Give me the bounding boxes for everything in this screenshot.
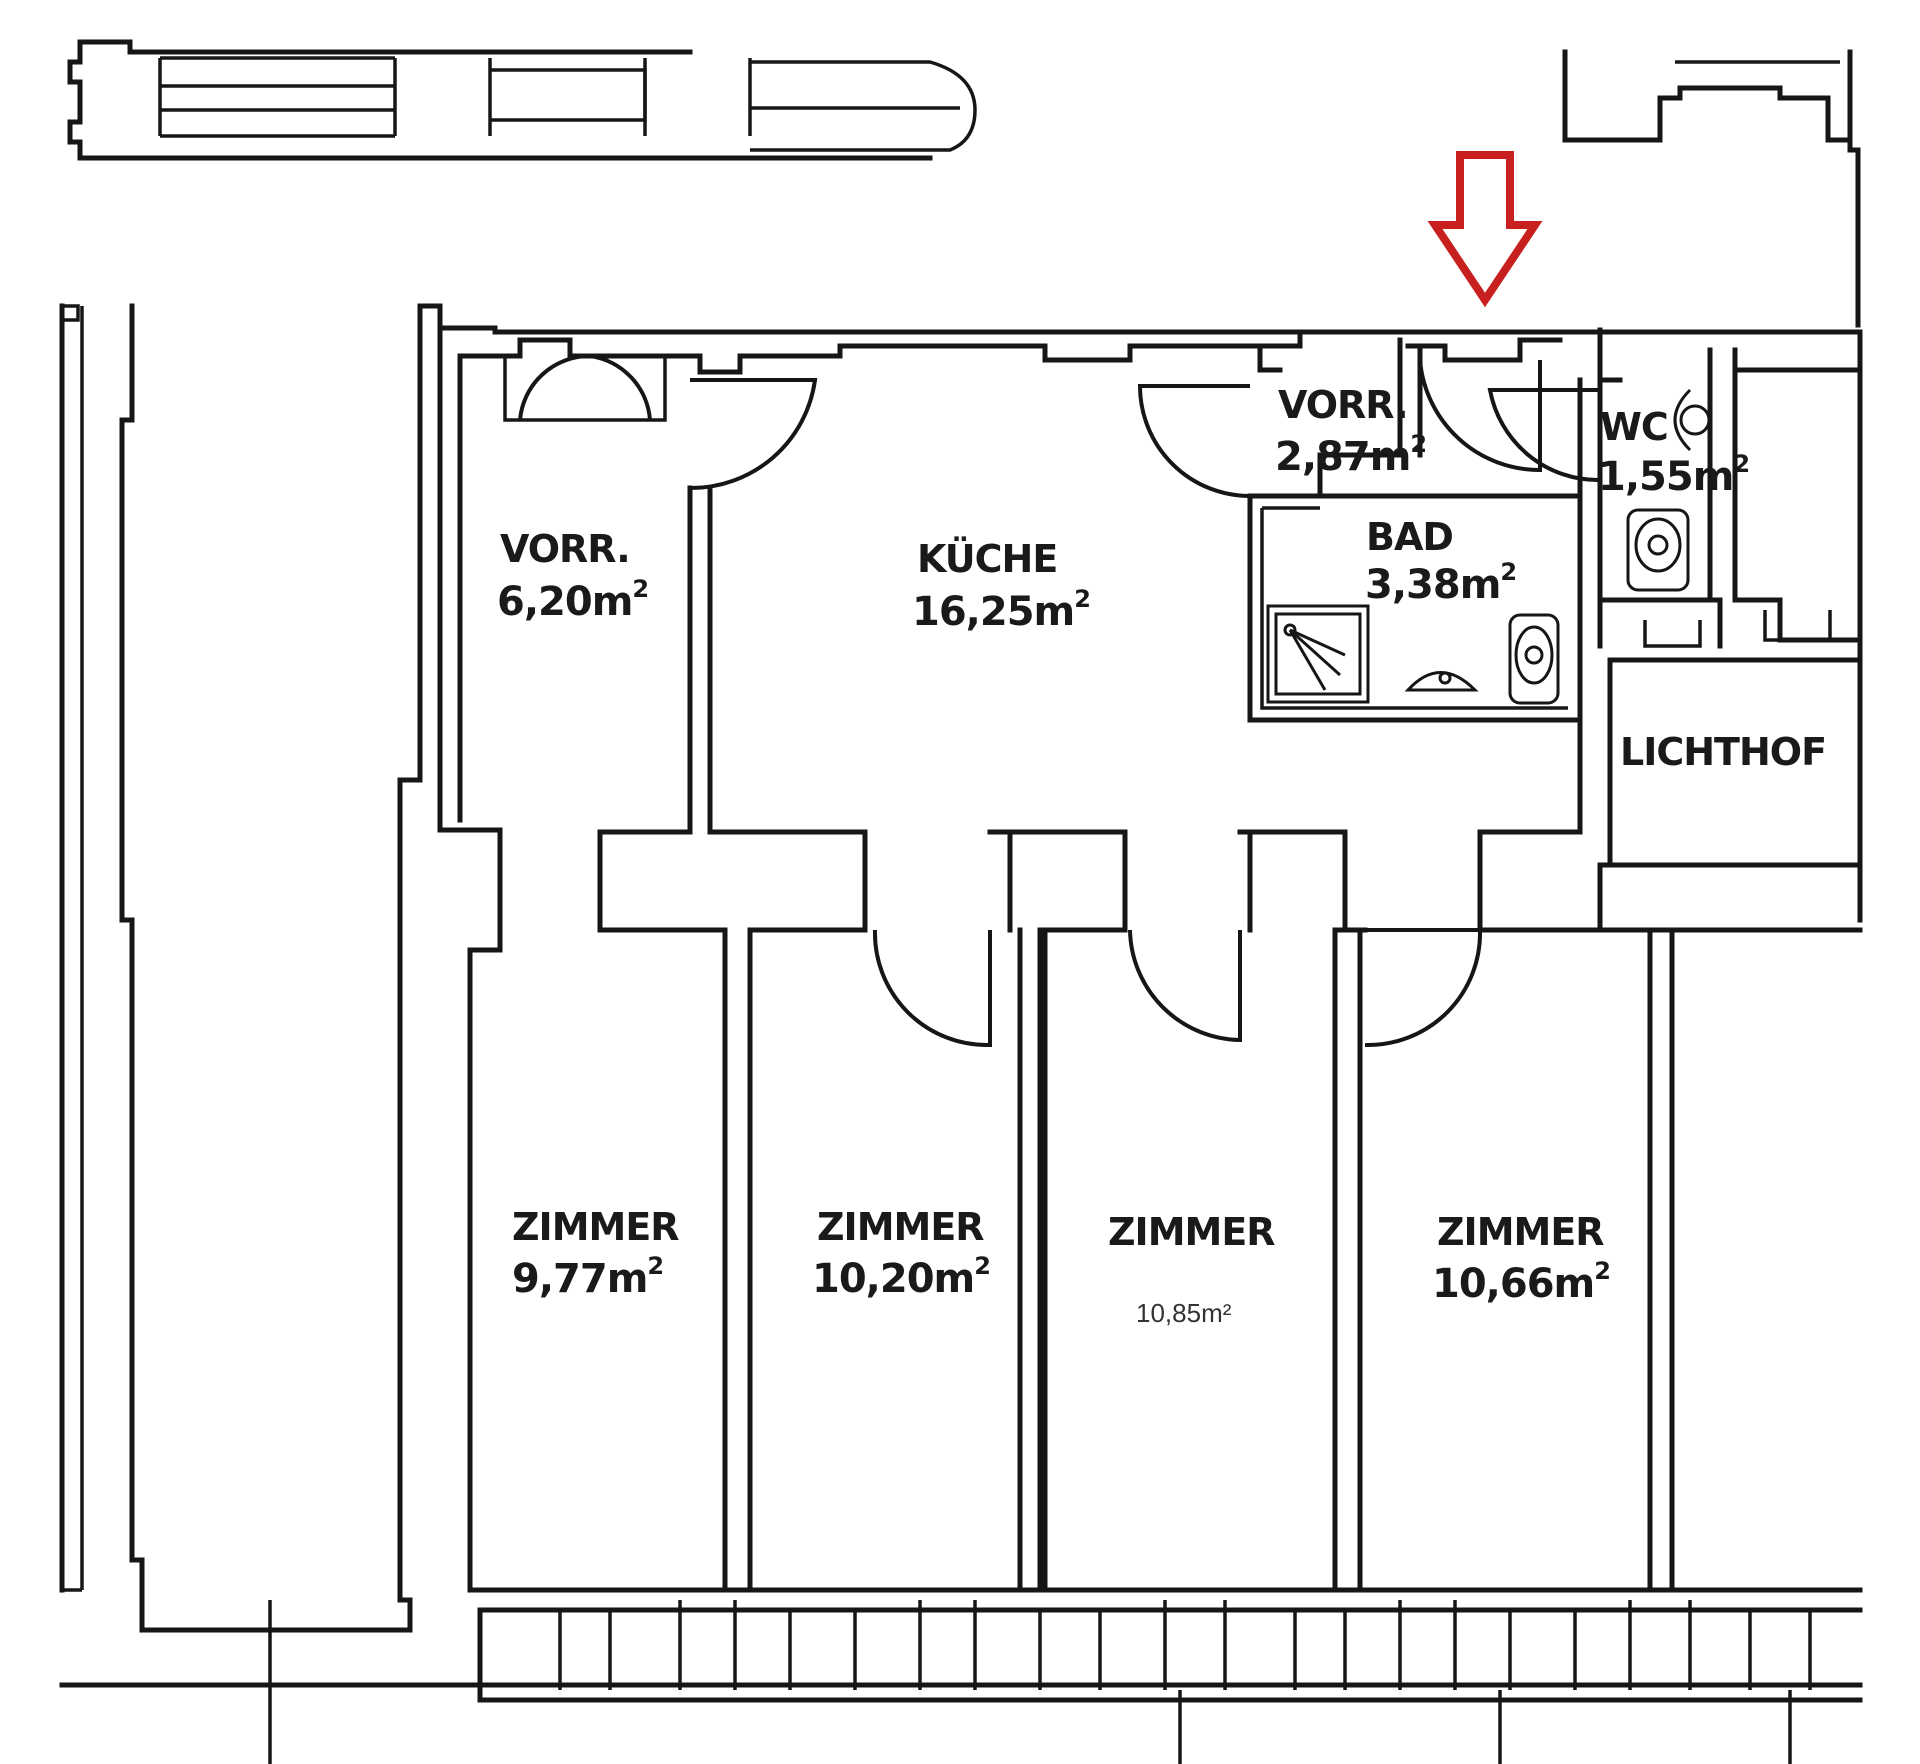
door-swings <box>518 353 1601 1048</box>
room-label-zimmer-1: ZIMMER 9,77m2 <box>512 1205 680 1302</box>
svg-text:LICHTHOF: LICHTHOF <box>1620 730 1826 774</box>
room-label-bad: BAD 3,38m2 <box>1365 515 1517 608</box>
door-swing-icon <box>1128 929 1242 1043</box>
door-swing-icon <box>1418 359 1542 473</box>
toilet-icon <box>1626 508 1690 592</box>
room-label-wc: WC 1,55m2 <box>1598 405 1750 500</box>
door-swing-icon <box>1364 928 1483 1048</box>
svg-text:VORR.: VORR. <box>500 527 630 571</box>
svg-text:3,38m2: 3,38m2 <box>1365 558 1516 608</box>
room-label-vorr-main: VORR. 6,20m2 <box>497 527 649 625</box>
svg-text:6,20m2: 6,20m2 <box>497 575 648 625</box>
svg-text:10,20m2: 10,20m2 <box>812 1252 990 1302</box>
svg-text:ZIMMER: ZIMMER <box>1437 1210 1604 1254</box>
shower-icon <box>1266 604 1370 704</box>
svg-text:1,55m2: 1,55m2 <box>1598 450 1749 500</box>
svg-text:10,85m²: 10,85m² <box>1136 1298 1232 1328</box>
left-outer-wall <box>59 303 423 1764</box>
neighbor-building-top-right <box>1562 49 1861 328</box>
svg-text:KÜCHE: KÜCHE <box>917 537 1057 581</box>
room-label-zimmer-4: ZIMMER 10,66m2 <box>1432 1210 1611 1307</box>
svg-text:9,77m2: 9,77m2 <box>512 1252 663 1302</box>
svg-text:VORR.: VORR. <box>1278 383 1408 427</box>
toilet-icon <box>1508 613 1560 705</box>
neighbor-building-top-left <box>67 39 977 161</box>
room-label-lichthof: LICHTHOF <box>1620 730 1827 774</box>
sink-icon <box>1404 671 1479 692</box>
sink-icon <box>1673 388 1711 452</box>
svg-text:10,66m2: 10,66m2 <box>1432 1257 1610 1307</box>
apartment-outer-walls <box>59 303 1863 1764</box>
door-swing-icon <box>1487 388 1601 483</box>
room-label-kueche: KÜCHE 16,25m2 <box>912 537 1091 635</box>
interior-walls <box>503 327 1863 1593</box>
svg-text:BAD: BAD <box>1366 515 1453 559</box>
svg-text:ZIMMER: ZIMMER <box>512 1205 679 1249</box>
door-swing-icon <box>689 378 818 491</box>
bottom-window-ticks <box>558 1600 1812 1764</box>
door-swing-icon <box>1137 384 1251 498</box>
svg-text:2,87m2: 2,87m2 <box>1275 430 1426 480</box>
room-label-vorr-small: VORR. 2,87m2 <box>1275 383 1427 480</box>
entrance-arrow-icon <box>1427 151 1543 308</box>
svg-text:ZIMMER: ZIMMER <box>817 1205 984 1249</box>
svg-text:ZIMMER: ZIMMER <box>1108 1210 1275 1254</box>
room-label-zimmer-2: ZIMMER 10,20m2 <box>812 1205 991 1302</box>
room-label-zimmer-3: ZIMMER 10,85m² <box>1108 1210 1276 1328</box>
svg-text:WC: WC <box>1600 405 1668 449</box>
svg-text:16,25m2: 16,25m2 <box>912 585 1090 635</box>
door-swing-icon <box>872 929 992 1048</box>
